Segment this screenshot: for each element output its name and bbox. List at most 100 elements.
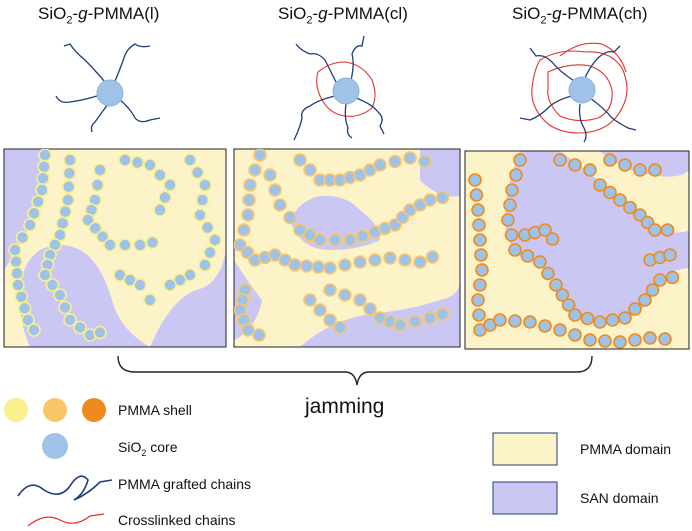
nanoparticle [605, 313, 620, 327]
nanoparticle [93, 163, 107, 177]
nanoparticle [383, 251, 397, 265]
nanoparticle [613, 193, 627, 207]
nanoparticle [353, 255, 367, 269]
nanoparticle [133, 278, 147, 292]
nanoparticle [15, 230, 30, 245]
nanoparticle [183, 153, 197, 167]
nanoparticle [190, 165, 205, 180]
nanoparticle [509, 168, 523, 182]
nanoparticle [555, 288, 570, 302]
nanoparticle [504, 228, 519, 242]
nanoparticle [36, 171, 50, 186]
nanoparticle [408, 314, 422, 329]
nanoparticle [293, 153, 307, 167]
nanoparticle [343, 233, 357, 247]
nanoparticle [508, 314, 522, 328]
nanoparticle [403, 151, 417, 165]
nanoparticle [17, 301, 32, 316]
nanoparticle [243, 178, 257, 192]
nanoparticle [648, 163, 662, 177]
nanoparticle [198, 178, 212, 192]
nanoparticle [93, 325, 107, 340]
nanoparticle [660, 223, 675, 237]
legend-crosslinked-label: Crosslinked chains [118, 512, 236, 528]
nanoparticle [10, 266, 24, 281]
nanoparticle [103, 238, 117, 252]
legend-core-label: SiO2 core [118, 439, 178, 458]
nanoparticle [368, 253, 382, 267]
nanoparticle [603, 153, 617, 167]
nanoparticle [283, 210, 297, 225]
nanoparticle [413, 255, 427, 269]
nanoparticle [203, 245, 217, 260]
nanoparticle [333, 320, 347, 335]
legend-shell-label: PMMA shell [118, 402, 192, 418]
nanoparticle [472, 218, 486, 232]
nanoparticle [474, 248, 488, 262]
nanoparticle [299, 259, 314, 273]
nanoparticle [471, 293, 485, 307]
nanoparticle [35, 183, 49, 197]
legend-pmma-domain-label: PMMA domain [580, 441, 672, 457]
nanoparticle [648, 223, 662, 237]
nanoparticle [313, 303, 327, 317]
legend-pmma-domain-swatch [492, 432, 558, 466]
nanoparticle [241, 208, 255, 222]
nanoparticle [638, 293, 652, 307]
nanoparticle [475, 263, 489, 277]
nanoparticle [73, 320, 87, 335]
nanoparticle [38, 149, 52, 162]
nanoparticle [27, 206, 41, 221]
nanoparticle [8, 243, 22, 257]
nanoparticle [323, 283, 337, 297]
nanoparticle [21, 313, 35, 327]
nanoparticle [27, 323, 41, 337]
particle-crosslinked [293, 35, 385, 141]
nanoparticle [435, 307, 450, 321]
nanoparticle [568, 328, 582, 342]
nanoparticle [31, 194, 45, 209]
nanoparticle [508, 243, 522, 257]
jamming-brace [117, 355, 593, 386]
legend-grafted-label: PMMA grafted chains [118, 476, 252, 492]
nanoparticle [553, 323, 567, 337]
nanoparticle [553, 153, 567, 167]
nanoparticle [618, 158, 632, 172]
jamming-label: jamming [305, 395, 385, 418]
nanoparticle [473, 233, 487, 247]
nanoparticle [468, 173, 482, 187]
nanoparticle [473, 278, 487, 292]
nanoparticle [143, 293, 157, 307]
nanoparticle [61, 193, 75, 207]
nanoparticle [323, 313, 337, 327]
nanoparticle [568, 308, 582, 322]
nanoparticle [523, 315, 537, 329]
nanoparticle [493, 313, 507, 327]
nanoparticle [208, 233, 222, 247]
nanoparticle [95, 229, 110, 244]
nanoparticle [23, 218, 37, 232]
nanoparticle [273, 198, 287, 212]
nanoparticle [423, 311, 437, 325]
panel-linear [3, 148, 227, 348]
nanoparticle [338, 258, 352, 272]
nanoparticle [435, 190, 450, 205]
nanoparticle [633, 163, 647, 177]
nanoparticle [373, 158, 387, 172]
nanoparticle [145, 235, 160, 250]
nanoparticle [241, 323, 255, 337]
nanoparticle [549, 278, 563, 292]
nanoparticle [471, 203, 485, 217]
legend-shell-swatches [4, 398, 106, 422]
legend-san-domain-label: SAN domain [580, 490, 659, 506]
nanoparticle [665, 270, 680, 285]
nanoparticle [501, 213, 515, 227]
nanoparticle [520, 249, 535, 263]
nanoparticle [598, 334, 612, 348]
nanoparticle [503, 198, 517, 212]
nanoparticle [153, 168, 167, 182]
title-linear: SiO2-g-PMMA(l) [38, 4, 160, 27]
panel-chemical [464, 150, 690, 350]
nanoparticle [313, 233, 327, 247]
